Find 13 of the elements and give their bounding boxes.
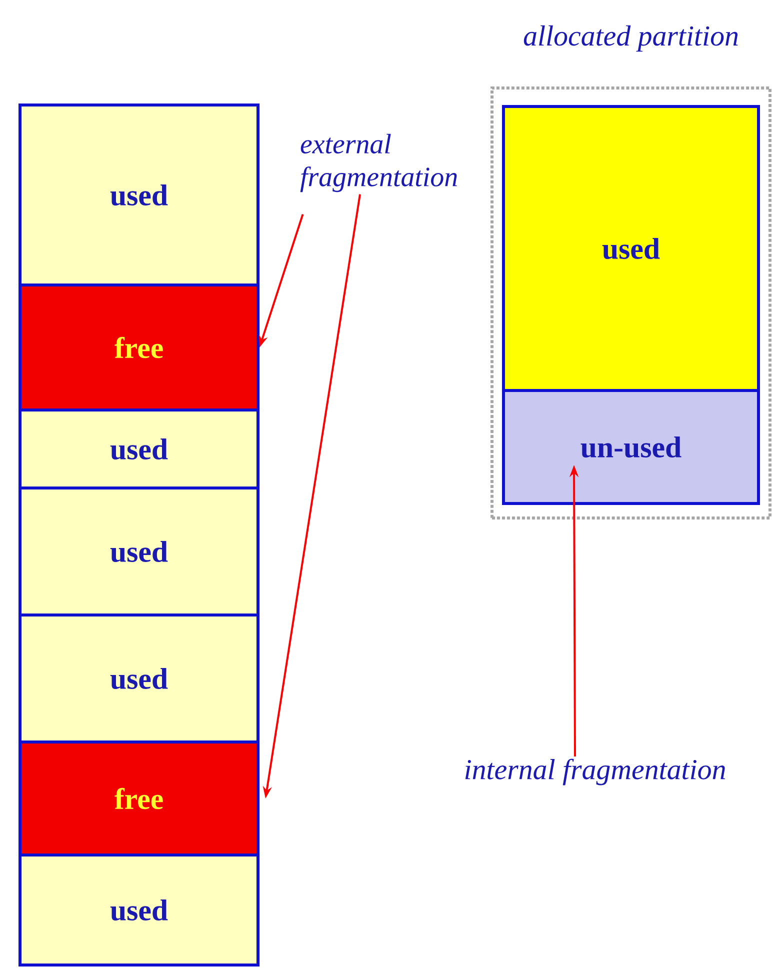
memory-block: free bbox=[18, 740, 260, 856]
annotation-text: external fragmentation bbox=[300, 134, 457, 192]
memory-block: free bbox=[18, 284, 260, 412]
frame-title: allocated partition bbox=[524, 25, 738, 52]
memory-block: used bbox=[502, 105, 760, 392]
memory-block: used bbox=[18, 104, 260, 286]
memory-block: used bbox=[18, 854, 260, 966]
memory-block: used bbox=[18, 614, 260, 744]
dotted-frame bbox=[490, 86, 772, 520]
memory-block: used bbox=[18, 408, 260, 490]
annotation-text: internal fragmentation bbox=[465, 758, 726, 786]
memory-block: un-used bbox=[502, 389, 760, 505]
memory-block: used bbox=[18, 486, 260, 616]
